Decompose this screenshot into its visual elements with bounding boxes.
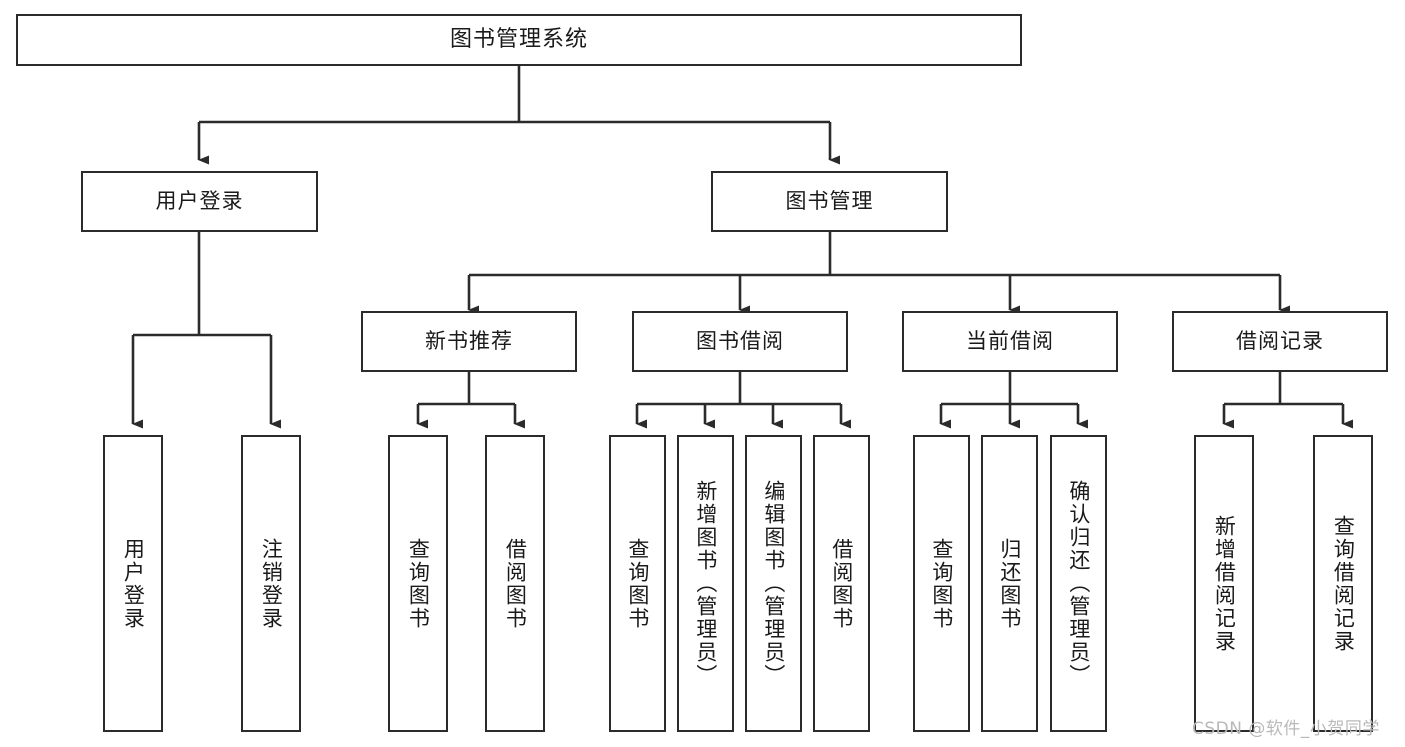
node-label: 借阅图书 [829,537,854,630]
node-label: 新增借阅记录 [1212,514,1237,653]
leaf-user-login[interactable]: 用户登录 [103,435,163,732]
leaf-query-book-current[interactable]: 查询图书 [913,435,970,732]
leaf-query-book-recommend[interactable]: 查询图书 [388,435,448,732]
node-label: 借阅图书 [503,537,528,630]
watermark-text: CSDN @软件_小贺同学 [1192,719,1380,739]
node-label: 图书借阅 [696,328,784,353]
node-root-system[interactable]: 图书管理系统 [16,14,1022,66]
leaf-query-borrow-record[interactable]: 查询借阅记录 [1313,435,1373,732]
node-label: 新书推荐 [425,328,513,353]
leaf-edit-book-admin[interactable]: 编辑图书（管理员） [745,435,802,732]
node-label: 查询图书 [929,537,954,630]
node-label: 用户登录 [121,537,146,630]
leaf-confirm-return-admin[interactable]: 确认归还（管理员） [1050,435,1107,732]
node-label: 查询图书 [406,537,431,630]
node-label: 借阅记录 [1236,328,1324,353]
leaf-borrow-book[interactable]: 借阅图书 [813,435,870,732]
node-label: 用户登录 [155,188,244,213]
node-label: 编辑图书（管理员） [761,480,786,687]
leaf-return-book[interactable]: 归还图书 [981,435,1038,732]
node-label: 查询图书 [625,537,650,630]
node-label: 图书管理 [785,188,874,213]
node-label: 图书管理系统 [449,26,588,52]
node-new-book-recommend[interactable]: 新书推荐 [361,311,577,372]
node-label: 确认归还（管理员） [1066,480,1091,687]
node-label: 新增图书（管理员） [693,480,718,687]
node-label: 查询借阅记录 [1331,514,1356,653]
node-borrow-records[interactable]: 借阅记录 [1172,311,1388,372]
node-user-login[interactable]: 用户登录 [81,171,318,232]
leaf-logout[interactable]: 注销登录 [241,435,301,732]
leaf-add-borrow-record[interactable]: 新增借阅记录 [1194,435,1254,732]
node-book-management[interactable]: 图书管理 [711,171,948,232]
node-label: 注销登录 [259,537,284,630]
leaf-borrow-book-recommend[interactable]: 借阅图书 [485,435,545,732]
leaf-add-book-admin[interactable]: 新增图书（管理员） [677,435,734,732]
node-label: 归还图书 [997,537,1022,630]
node-label: 当前借阅 [966,328,1054,353]
leaf-query-book-borrow[interactable]: 查询图书 [609,435,666,732]
node-current-borrow[interactable]: 当前借阅 [902,311,1118,372]
node-book-borrow[interactable]: 图书借阅 [632,311,848,372]
